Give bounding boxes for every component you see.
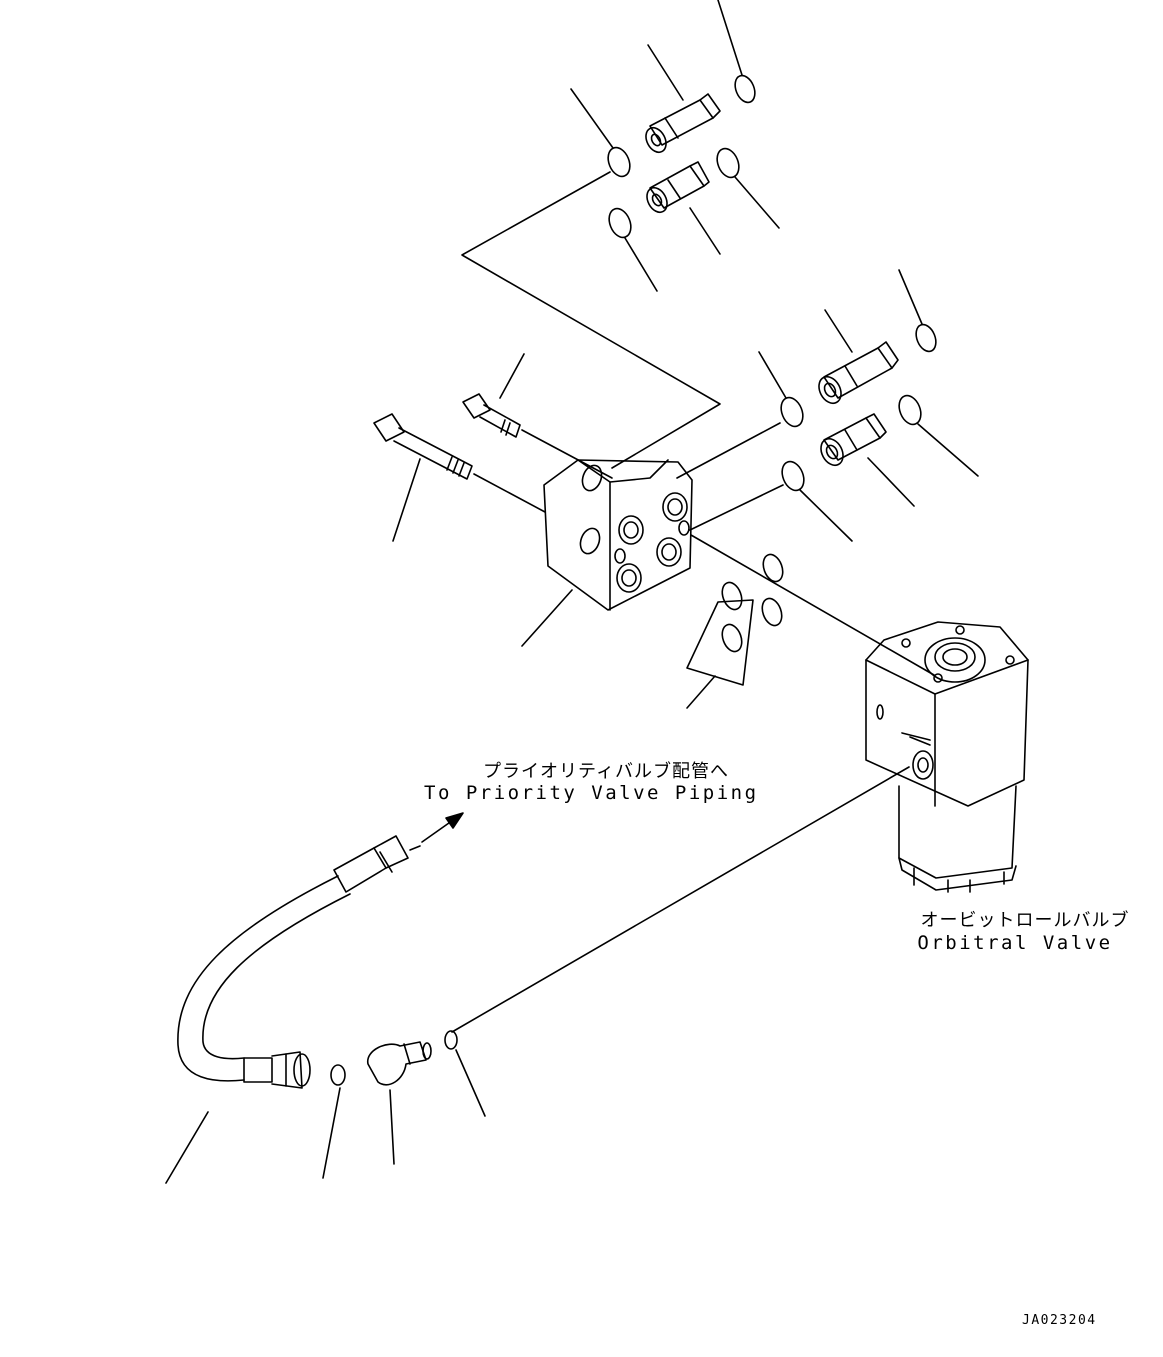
o-ring [781, 460, 805, 492]
o-ring [330, 1064, 346, 1086]
straight-fitting-upper [645, 93, 721, 154]
o-ring [898, 394, 922, 426]
manifold-block [521, 459, 693, 647]
orbitrol-valve [451, 621, 1029, 1033]
o-ring [444, 1030, 458, 1050]
long-bolt [373, 413, 546, 542]
o-ring [607, 146, 631, 178]
bolts [373, 353, 613, 542]
o-ring [915, 323, 937, 353]
o-ring [780, 396, 804, 428]
short-bolt [462, 353, 613, 479]
right-fitting-group [676, 269, 979, 542]
priority-label-en: To Priority Valve Piping [424, 782, 759, 804]
hose-small-parts [322, 1030, 486, 1179]
priority-label-jp: プライオリティバルブ配管へ [483, 761, 729, 782]
orbitrol-label-en: Orbitral Valve [917, 932, 1113, 954]
orbitrol-label-jp: オービットロールバルブ [920, 910, 1130, 931]
o-ring [608, 207, 632, 239]
direction-arrow [421, 812, 464, 843]
union-fitting-right [820, 413, 887, 467]
o-ring [734, 74, 756, 104]
upper-fitting-group [461, 0, 780, 469]
o-ring [716, 147, 740, 179]
o-ring-set [686, 534, 935, 709]
figure-id: JA023204 [1022, 1313, 1097, 1328]
hose-assembly [165, 835, 421, 1184]
straight-fitting-right [818, 341, 899, 405]
elbow-fitting [367, 1041, 432, 1086]
union-fitting-upper [646, 161, 710, 214]
